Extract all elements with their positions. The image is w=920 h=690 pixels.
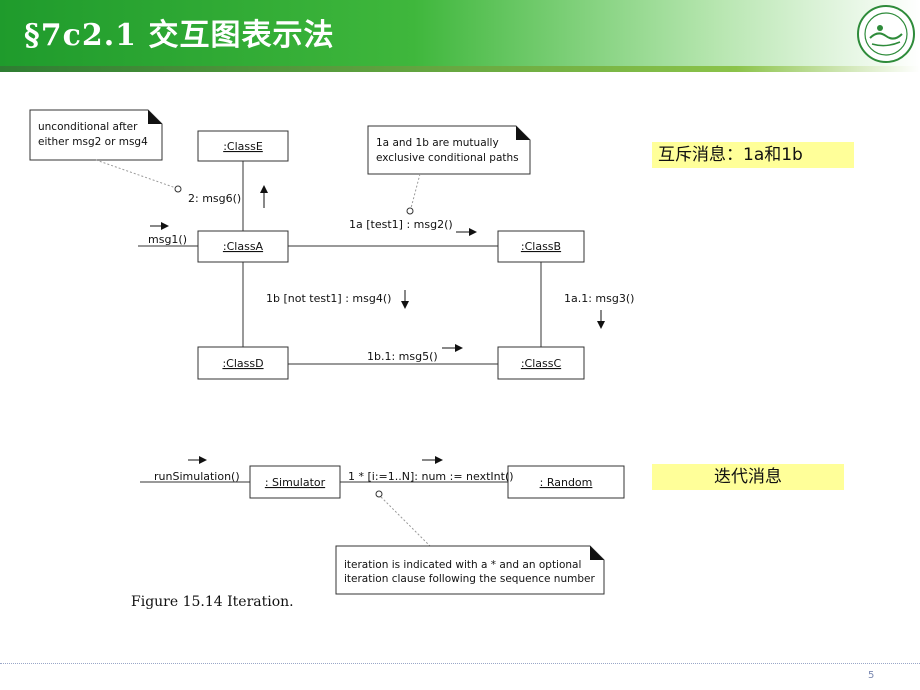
class-a-label: :ClassA bbox=[223, 240, 264, 253]
simulator-label: : Simulator bbox=[265, 476, 326, 489]
header-divider bbox=[0, 66, 920, 72]
msg4-label: 1b [not test1] : msg4() bbox=[266, 292, 391, 305]
msg6-label: 2: msg6() bbox=[188, 192, 241, 205]
msg1-label: msg1() bbox=[148, 233, 187, 246]
header-banner bbox=[0, 0, 920, 66]
class-e-label: :ClassE bbox=[223, 140, 263, 153]
note-unconditional-line2: either msg2 or msg4 bbox=[38, 136, 148, 148]
note-iteration-line1: iteration is indicated with a * and an o… bbox=[344, 559, 581, 571]
callout-exclusive: 互斥消息：1a和1b bbox=[652, 142, 854, 168]
note-exclusive-line2: exclusive conditional paths bbox=[376, 152, 519, 164]
random-label: : Random bbox=[540, 476, 593, 489]
run-label: runSimulation() bbox=[154, 470, 240, 483]
next-label: 1 * [i:=1..N]: num := nextInt() bbox=[348, 470, 514, 483]
callout-iteration: 迭代消息 bbox=[652, 464, 844, 490]
class-e-box: :ClassE bbox=[197, 130, 289, 162]
slide-title: §7c2.1 交互图表示法 bbox=[24, 18, 335, 53]
simulator-box: : Simulator bbox=[249, 465, 341, 499]
class-b-label: :ClassB bbox=[521, 240, 561, 253]
msg5-label: 1b.1: msg5() bbox=[367, 350, 438, 363]
class-c-box: :ClassC bbox=[497, 346, 585, 380]
note-exclusive: 1a and 1b are mutually exclusive conditi… bbox=[367, 125, 531, 215]
note-unconditional-line1: unconditional after bbox=[38, 121, 138, 133]
note-unconditional: unconditional after either msg2 or msg4 bbox=[29, 109, 182, 193]
class-d-label: :ClassD bbox=[222, 357, 263, 370]
footer-divider bbox=[0, 663, 920, 664]
msg2-label: 1a [test1] : msg2() bbox=[349, 218, 453, 231]
class-c-label: :ClassC bbox=[521, 357, 562, 370]
page-number: 5 bbox=[868, 670, 875, 681]
msg3-label: 1a.1: msg3() bbox=[564, 292, 634, 305]
random-box: : Random bbox=[507, 465, 625, 499]
class-a-box: :ClassA bbox=[197, 230, 289, 263]
class-d-box: :ClassD bbox=[197, 346, 289, 380]
university-seal-logo bbox=[857, 5, 915, 63]
note-exclusive-line1: 1a and 1b are mutually bbox=[376, 137, 499, 149]
note-iteration: iteration is indicated with a * and an o… bbox=[335, 490, 605, 595]
note-iteration-line2: iteration clause following the sequence … bbox=[344, 573, 595, 585]
class-b-box: :ClassB bbox=[497, 230, 585, 263]
figure-caption: Figure 15.14 Iteration. bbox=[131, 594, 294, 610]
